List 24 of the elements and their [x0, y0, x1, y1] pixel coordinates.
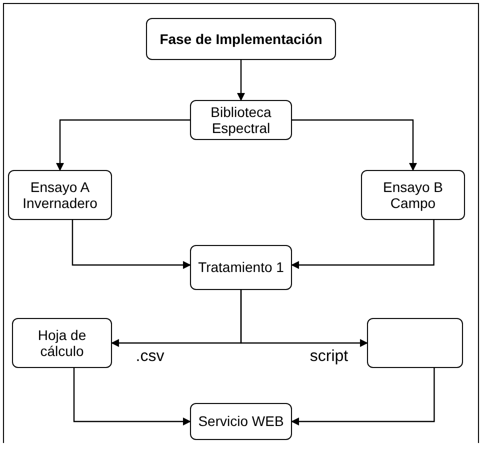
node-text: Ensayo A Invernadero: [22, 178, 98, 212]
edge-label: script: [308, 349, 350, 365]
arrow: [73, 368, 191, 426]
node-text: Hoja de cálculo: [36, 326, 88, 360]
process-box: [12, 318, 112, 368]
arrow: [240, 290, 368, 347]
arrow: [292, 119, 417, 171]
arrow: [291, 220, 434, 269]
arrow: [237, 60, 245, 101]
arrow: [72, 220, 191, 269]
empty-box: [367, 318, 463, 368]
arrow: [291, 368, 435, 426]
process-box: [361, 170, 465, 220]
node-text: Ensayo B Campo: [382, 178, 444, 212]
process-box: [190, 100, 292, 140]
node-text: Servicio WEB: [198, 413, 284, 430]
process-box: [146, 18, 336, 60]
process-box: [8, 170, 112, 220]
process-box: [190, 403, 292, 440]
node-text: Biblioteca Espectral: [210, 104, 272, 136]
process-box: [190, 245, 292, 290]
node-text: Fase de Implementación: [160, 30, 322, 48]
arrow: [56, 119, 190, 171]
node-text: Tratamiento 1: [198, 259, 284, 276]
